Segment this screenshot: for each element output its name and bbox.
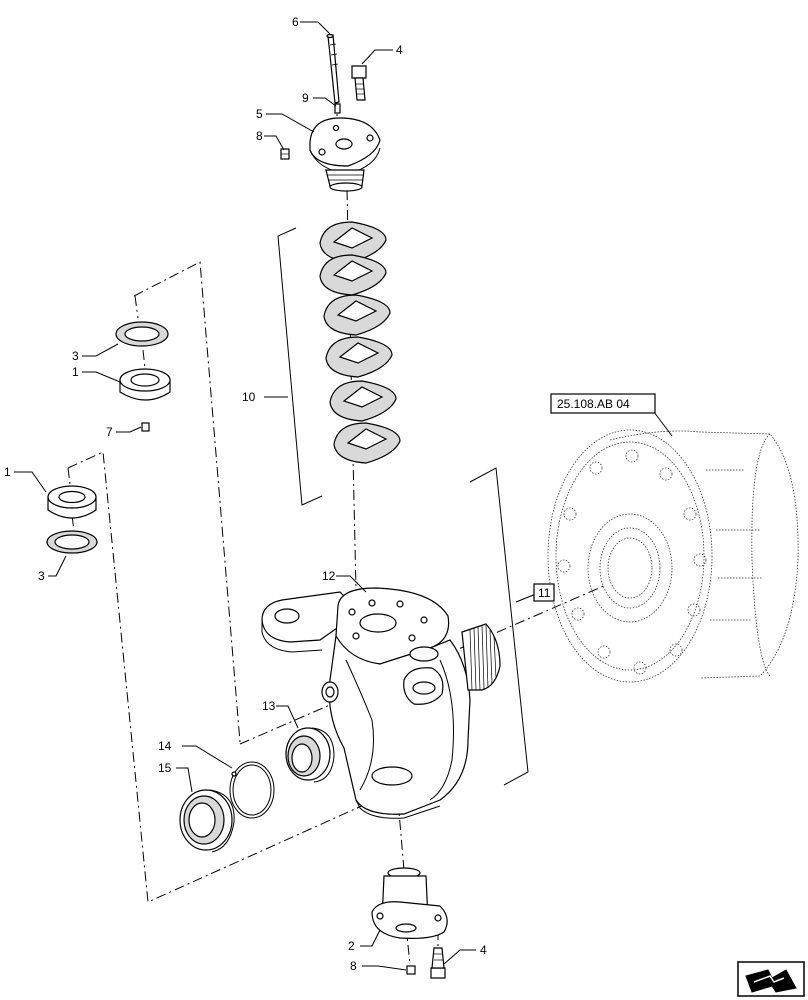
bracket-11 — [469, 467, 537, 786]
callout-7: 7 — [106, 425, 113, 439]
callout-1-upper: 1 — [72, 365, 79, 379]
callout-11: 11 — [538, 586, 551, 600]
callout-labels: 6 4 9 5 8 10 3 1 7 1 3 12 13 14 15 2 8 4 — [4, 15, 487, 973]
reference-box[interactable]: 25.108.AB 04 — [550, 393, 656, 414]
bearing-race-lower — [46, 530, 98, 554]
bearing-13 — [285, 727, 335, 783]
bolt-bottom — [430, 947, 446, 979]
callout-4-bottom: 4 — [480, 943, 487, 957]
callout-13: 13 — [262, 699, 276, 713]
callout-2: 2 — [348, 939, 355, 953]
callout-9: 9 — [302, 91, 309, 105]
lower-cap — [371, 867, 448, 939]
callout-11-box: 11 — [533, 583, 555, 602]
grease-fitting-bottom — [406, 965, 416, 975]
callout-8-top: 8 — [256, 129, 263, 143]
bearing-cone-upper — [119, 368, 171, 401]
callout-8-bottom: 8 — [350, 959, 357, 973]
next-page-arrow-icon[interactable] — [737, 961, 805, 997]
callout-15: 15 — [158, 761, 172, 775]
steering-knuckle — [261, 587, 501, 819]
callout-14: 14 — [158, 739, 172, 753]
wheel-hub — [547, 429, 799, 683]
callout-1-lower: 1 — [4, 465, 11, 479]
snap-ring-14 — [229, 761, 275, 819]
bearing-race-upper — [115, 321, 169, 347]
seal-15 — [179, 789, 235, 853]
bearing-cone-lower — [47, 485, 97, 519]
grease-fitting-top — [280, 148, 290, 160]
callout-6: 6 — [292, 15, 299, 29]
callout-10: 10 — [242, 390, 256, 404]
bolt-top — [351, 65, 367, 101]
plug — [141, 422, 150, 432]
callout-12: 12 — [322, 569, 336, 583]
callout-leaders — [14, 21, 673, 971]
reference-label: 25.108.AB 04 — [557, 397, 630, 411]
callout-3-lower: 3 — [38, 569, 45, 583]
small-pin — [334, 103, 341, 114]
king-pin — [326, 33, 340, 104]
callout-4-top: 4 — [396, 43, 403, 57]
bracket-10 — [264, 227, 323, 506]
upper-cap — [309, 117, 381, 192]
callout-3-upper: 3 — [72, 349, 79, 363]
shim-stack — [319, 221, 401, 464]
callout-5: 5 — [256, 107, 263, 121]
